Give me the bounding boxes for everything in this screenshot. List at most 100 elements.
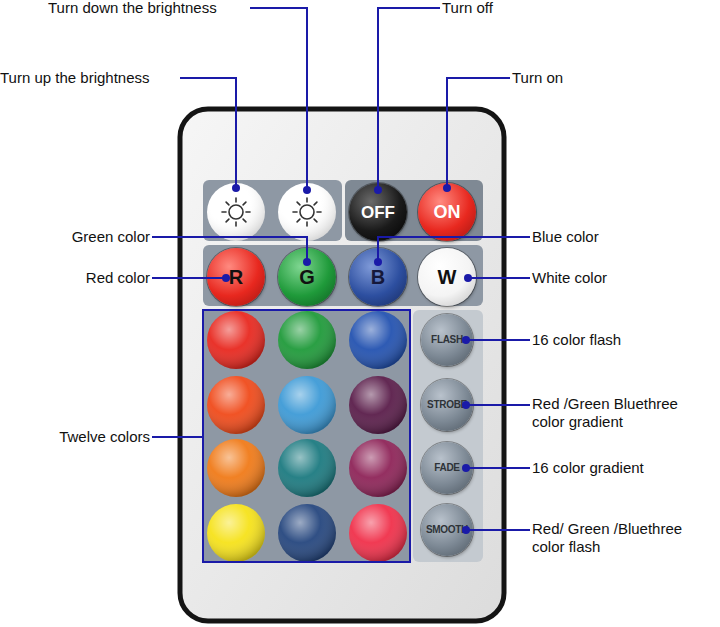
button-shine	[278, 376, 336, 434]
button-label: R	[229, 267, 243, 287]
leader-dot	[374, 186, 382, 194]
color-button	[349, 439, 407, 497]
button-shine	[207, 311, 265, 369]
button-shine	[207, 311, 407, 562]
callout-label: Red/ Green /Bluethree color flash	[532, 520, 704, 556]
callout-label: 16 color gradient	[532, 459, 702, 477]
callout-label: Turn on	[512, 69, 592, 87]
callout-label: Red /Green Bluethree color gradient	[532, 395, 704, 431]
leader-line	[180, 78, 236, 188]
button-shine	[278, 439, 336, 497]
remote-button: SMOOTH	[421, 504, 473, 556]
callout-label: Turn off	[442, 0, 522, 17]
callout-label: 16 color flash	[532, 331, 682, 349]
color-buttons	[207, 311, 407, 562]
remote-button: FLASH	[421, 314, 473, 366]
leader-line	[152, 277, 226, 279]
button-panel	[203, 180, 342, 241]
leader-dot	[443, 184, 451, 192]
callout-label: Red color	[40, 269, 150, 287]
color-button	[207, 311, 265, 369]
button-panel	[203, 310, 410, 562]
color-button	[278, 376, 336, 434]
button-shine	[349, 439, 407, 497]
group-bracket	[203, 310, 410, 562]
leader-dot	[303, 258, 311, 266]
callout-label: White color	[532, 269, 662, 287]
button-shine	[207, 183, 265, 241]
leader-dot	[462, 401, 470, 409]
leader-dot	[462, 526, 470, 534]
remote-button: ON	[418, 183, 476, 241]
callout-label: Blue color	[532, 228, 652, 246]
color-button	[349, 504, 407, 562]
remote-button: FADE	[421, 442, 473, 494]
callout-label: Green color	[40, 228, 150, 246]
remote-button: G	[278, 248, 336, 306]
brightness-button	[278, 183, 336, 241]
leader-dot	[462, 464, 470, 472]
leader-line	[466, 467, 530, 469]
button-label: W	[438, 267, 457, 287]
button-label: ON	[434, 203, 461, 221]
leader-dot	[464, 274, 472, 282]
sun-icon	[293, 198, 321, 226]
callout-label: Twelve colors	[20, 428, 150, 446]
callout-label: Turn up the brightness	[0, 69, 182, 87]
color-button	[349, 311, 407, 369]
button-label: STROBE	[427, 400, 467, 410]
button-label: SMOOTH	[426, 525, 468, 535]
leader-dot	[232, 184, 240, 192]
color-button	[207, 439, 265, 497]
button-label: FADE	[434, 463, 459, 473]
button-shine	[278, 183, 336, 241]
button-shine	[278, 311, 336, 369]
button-shine	[349, 376, 407, 434]
color-button	[278, 311, 336, 369]
leader-line	[466, 339, 530, 341]
leader-line	[250, 8, 307, 190]
leader-line	[152, 237, 307, 262]
leader-line	[466, 529, 530, 531]
button-label: FLASH	[431, 335, 463, 345]
sun-icon	[222, 198, 250, 226]
leader-line	[447, 78, 510, 188]
leader-dot	[303, 186, 311, 194]
button-shine	[207, 376, 265, 434]
button-shine	[278, 504, 336, 562]
leader-line	[378, 237, 530, 262]
color-button	[278, 504, 336, 562]
leader-line	[152, 436, 203, 438]
callout-label: Turn down the brightness	[48, 0, 258, 17]
button-shine	[207, 504, 265, 562]
color-button	[349, 376, 407, 434]
leader-dot	[374, 258, 382, 266]
button-shine	[207, 439, 265, 497]
remote-button: B	[349, 248, 407, 306]
leader-dot	[462, 336, 470, 344]
leader-line	[378, 8, 440, 190]
remote-button: W	[418, 248, 476, 306]
remote-button: R	[207, 248, 265, 306]
remote-body	[180, 109, 504, 621]
button-panel	[413, 310, 483, 562]
button-label: B	[371, 267, 385, 287]
color-button	[278, 439, 336, 497]
leader-dot	[222, 274, 230, 282]
button-label: G	[299, 267, 315, 287]
button-label: OFF	[361, 204, 395, 221]
leader-line	[468, 277, 530, 279]
color-button	[207, 376, 265, 434]
leader-line	[466, 404, 530, 406]
color-button	[207, 504, 265, 562]
button-shine	[349, 504, 407, 562]
remote-button: STROBE	[421, 379, 473, 431]
remote-button: OFF	[349, 183, 407, 241]
button-panel	[203, 245, 483, 306]
brightness-button	[207, 183, 265, 241]
button-shine	[349, 311, 407, 369]
button-panel	[345, 180, 483, 241]
